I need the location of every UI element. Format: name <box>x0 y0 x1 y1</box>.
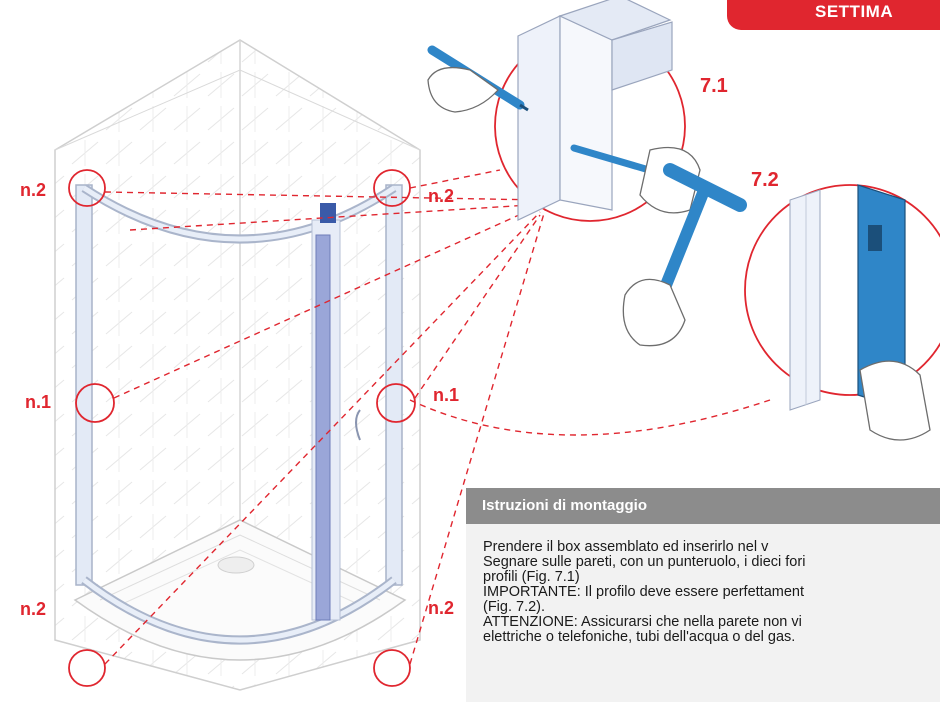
instructions-text: Prendere il box assemblato ed inserirlo … <box>483 540 940 645</box>
detail-7-2 <box>789 184 931 441</box>
point-label-bottom-right: n.2 <box>428 598 455 618</box>
point-label-top-left: n.2 <box>20 180 47 200</box>
instruction-line: Prendere il box assemblato ed inserirlo … <box>483 539 769 555</box>
instructions-panel-body: Prendere il box assemblato ed inserirlo … <box>466 524 940 702</box>
figure-label-7-1: 7.1 <box>700 75 728 97</box>
point-label-bottom-left: n.2 <box>20 599 47 619</box>
instructions-panel: Istruzioni di montaggio Prendere il box … <box>466 488 940 702</box>
point-label-top-right: n.2 <box>428 186 455 206</box>
instruction-line: ATTENZIONE: Assicurarsi che nella parete… <box>483 614 802 630</box>
point-label-mid-right: n.1 <box>433 385 460 405</box>
section-ribbon-text: SETTIMA <box>815 2 894 21</box>
instruction-line: profili (Fig. 7.1) <box>483 569 580 585</box>
dashed-leaders <box>104 169 771 665</box>
instruction-line: elettriche o telefoniche, tubi dell'acqu… <box>483 629 796 645</box>
instructions-title: Istruzioni di montaggio <box>482 497 647 514</box>
instruction-line: IMPORTANTE: Il profilo deve essere perfe… <box>483 584 805 600</box>
point-label-mid-left: n.1 <box>25 392 52 412</box>
instruction-line: Segnare sulle pareti, con un punteruolo,… <box>483 554 806 570</box>
instruction-line: (Fig. 7.2). <box>483 599 546 615</box>
section-ribbon: SETTIMA <box>727 0 940 30</box>
detail-7-1 <box>427 0 701 221</box>
figure-label-7-2: 7.2 <box>751 169 779 191</box>
hammer <box>622 163 747 347</box>
instructions-panel-header: Istruzioni di montaggio <box>466 488 940 524</box>
